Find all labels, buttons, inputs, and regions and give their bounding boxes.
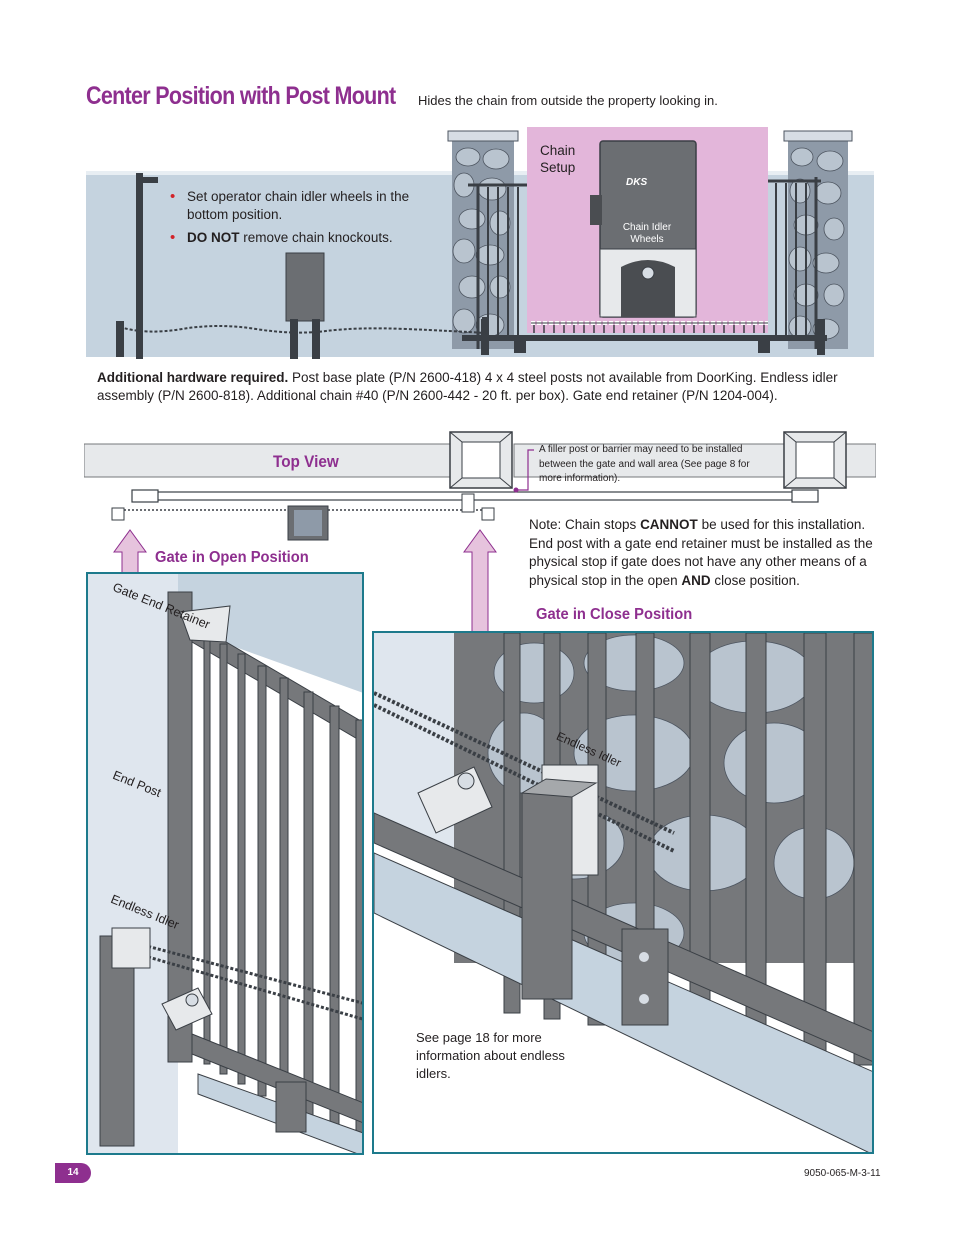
open-position-label: Gate in Open Position (155, 549, 309, 566)
page-title: Center Position with Post Mount (86, 82, 396, 110)
gate-open-illustration (88, 574, 362, 1153)
instruction-item: Set operator chain idler wheels in the b… (170, 188, 430, 224)
chain-idler-label: Chain Idler Wheels (622, 222, 672, 245)
see-page-note: See page 18 for more information about e… (416, 1030, 565, 1081)
filler-post-note: A filler post or barrier may need to be … (539, 444, 750, 484)
gate-close-panel: Endless Idler (372, 631, 874, 1154)
top-view-diagram (84, 431, 876, 633)
close-position-label: Gate in Close Position (536, 606, 693, 623)
gate-close-illustration (374, 633, 872, 1152)
instruction-list: Set operator chain idler wheels in the b… (170, 188, 430, 252)
instruction-item: DO NOT remove chain knockouts. (170, 229, 430, 247)
gate-open-panel: Gate End Retainer End Post Endless Idler (86, 572, 364, 1155)
chain-stops-note: Note: Chain stops CANNOT be used for thi… (529, 517, 873, 588)
document-number: 9050-065-M-3-11 (804, 1168, 881, 1179)
center-position-illustration: DKS (86, 127, 874, 359)
top-view-label: Top View (273, 452, 339, 471)
hardware-required: Additional hardware required. Post base … (97, 370, 838, 403)
brand-logo: DKS (626, 177, 647, 188)
page-subtitle: Hides the chain from outside the propert… (418, 93, 718, 108)
page-number-badge: 14 (55, 1163, 91, 1183)
chain-setup-label: Chain Setup (540, 143, 576, 175)
